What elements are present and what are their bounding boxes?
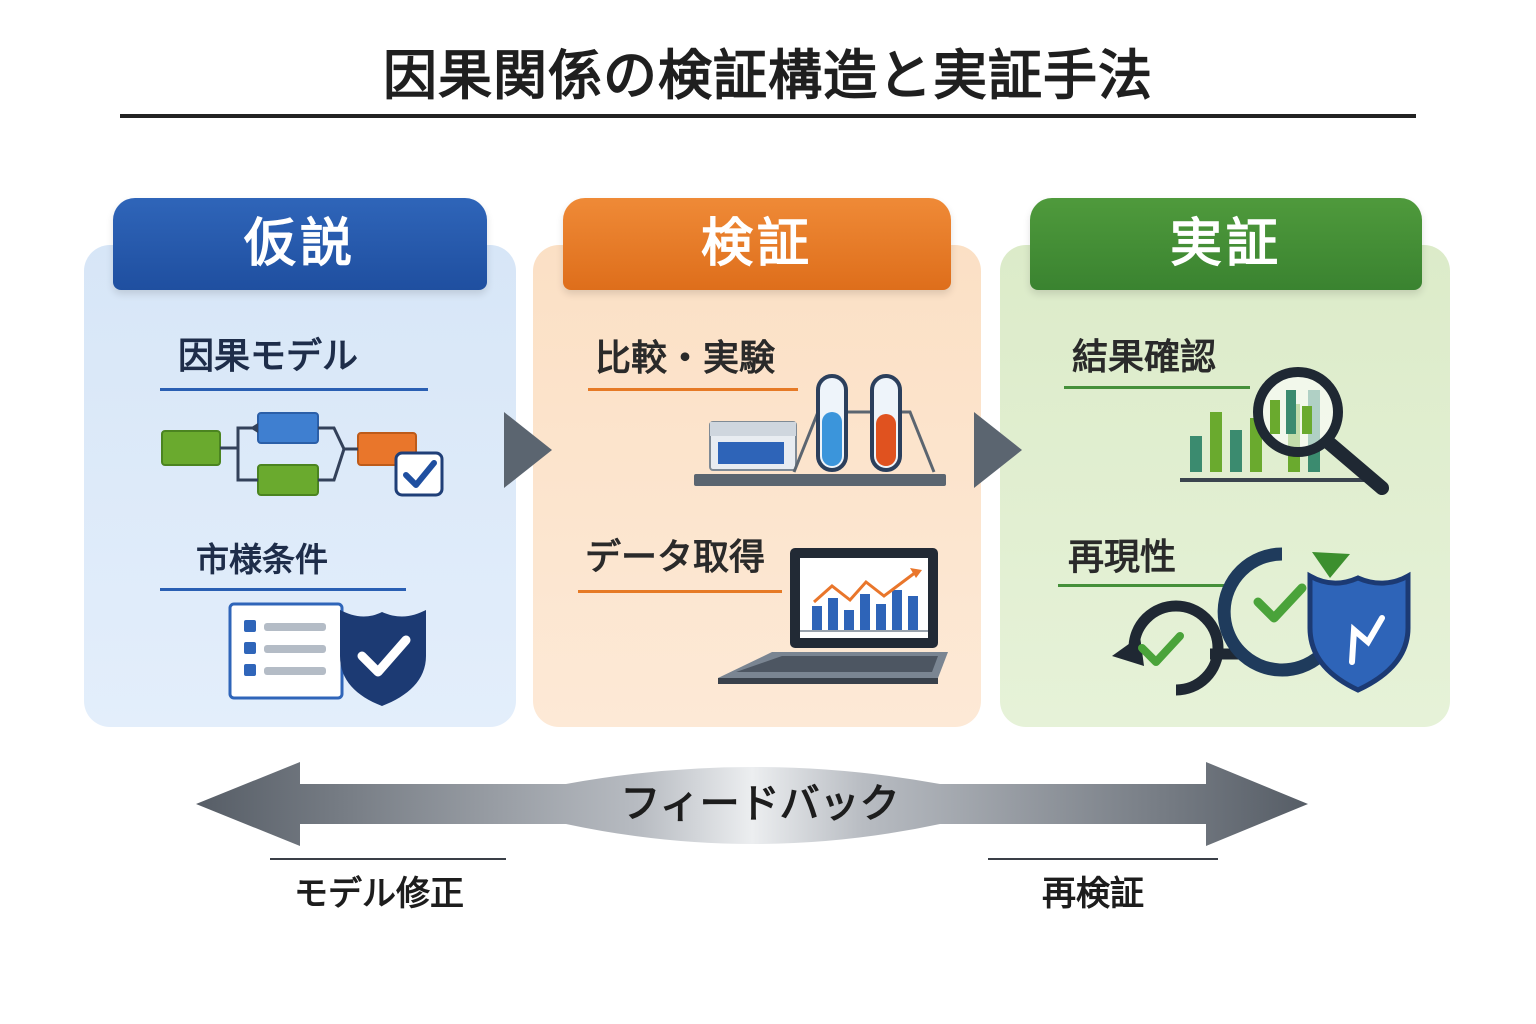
feedback-left-rule <box>270 858 506 860</box>
causal-model-flow-icon <box>161 412 444 497</box>
item-underline <box>1064 386 1250 389</box>
item-underline <box>1058 584 1224 587</box>
item-underline <box>578 590 782 593</box>
item-label-result-check: 結果確認 <box>1072 337 1217 378</box>
result-analysis-icon <box>1180 367 1389 495</box>
item-label-data-acquisition: データ取得 <box>585 537 766 578</box>
feedback-right-rule <box>988 858 1218 860</box>
item-label-causal-model: 因果モデル <box>178 336 359 377</box>
feedback-label: フィードバック <box>620 781 900 827</box>
reproducibility-cycle-icon <box>1112 547 1411 696</box>
item-underline <box>160 388 428 391</box>
item-underline <box>588 388 798 391</box>
title-divider <box>120 114 1416 118</box>
laptop-chart-icon <box>718 548 948 684</box>
checklist-shield-icon <box>228 602 426 706</box>
page-title: 因果関係の検証構造と実証手法 <box>383 44 1153 107</box>
item-underline <box>160 588 406 591</box>
item-label-experiment: 比較・実験 <box>595 338 776 379</box>
feedback-right-label: 再検証 <box>1042 874 1144 914</box>
feedback-arrow-icon <box>196 762 1308 846</box>
stage-heading-verification: 検証 <box>563 198 951 290</box>
lab-experiment-icon <box>694 374 946 486</box>
feedback-left-label: モデル修正 <box>294 874 464 914</box>
item-label-reproducibility: 再現性 <box>1068 537 1177 578</box>
stage-heading-hypothesis: 仮説 <box>113 198 487 290</box>
flow-arrow-icon <box>974 412 1022 488</box>
flow-arrow-icon <box>504 412 552 488</box>
stage-heading-demonstration: 実証 <box>1030 198 1422 290</box>
item-label-conditions: 市様条件 <box>196 540 328 579</box>
